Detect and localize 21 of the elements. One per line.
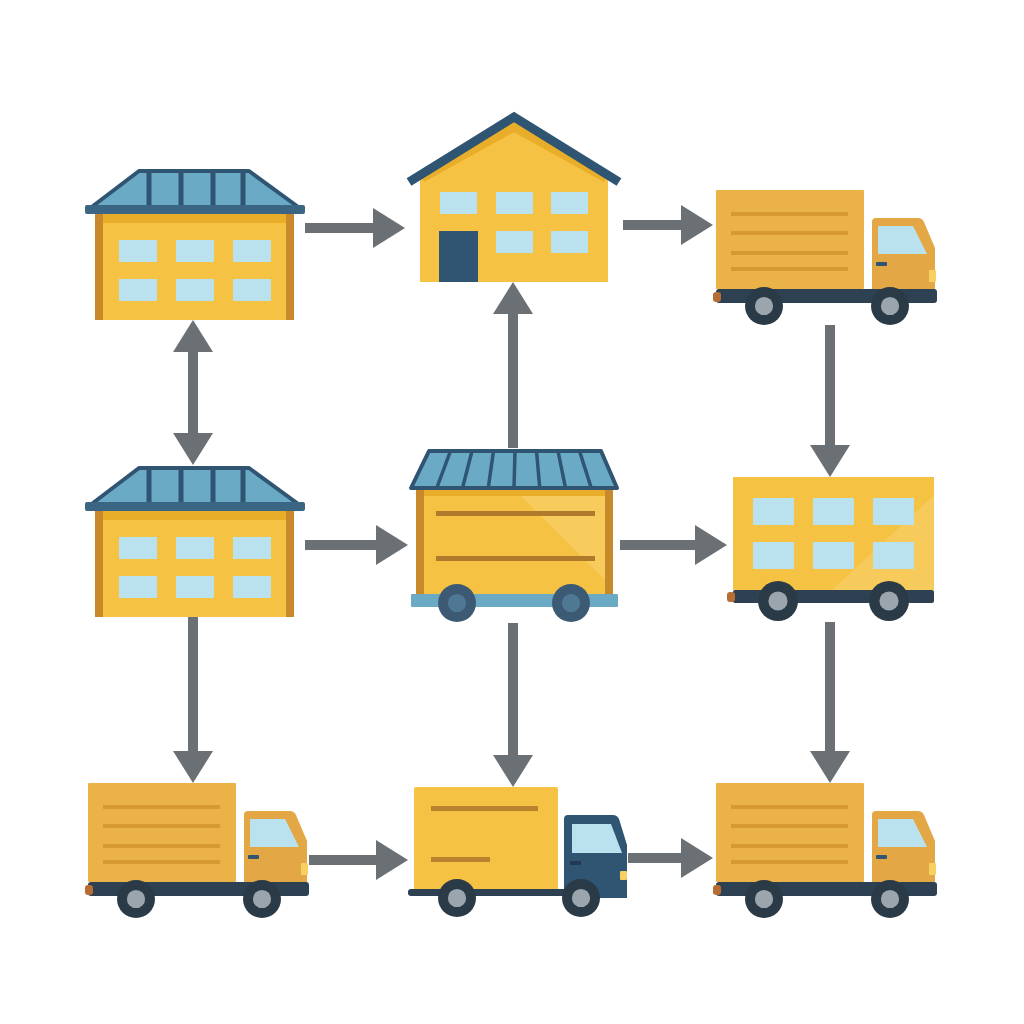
truck-drawing bbox=[713, 783, 937, 918]
truck-drawing bbox=[85, 783, 309, 918]
arrow bbox=[810, 325, 850, 477]
house-drawing bbox=[405, 112, 623, 282]
arrow bbox=[628, 838, 713, 878]
arrow bbox=[309, 840, 408, 880]
warehouse-drawing bbox=[85, 168, 305, 320]
arrow bbox=[493, 623, 533, 787]
arrow bbox=[620, 525, 727, 565]
arrow bbox=[173, 320, 213, 465]
arrow bbox=[493, 282, 533, 448]
warehouse-drawing bbox=[85, 465, 305, 617]
truck-drawing bbox=[713, 190, 937, 325]
arrow bbox=[623, 205, 713, 245]
trailer-drawing bbox=[408, 448, 620, 623]
arrow bbox=[305, 208, 405, 248]
arrow bbox=[305, 525, 408, 565]
arrow bbox=[810, 622, 850, 783]
truck-drawing bbox=[408, 787, 628, 917]
bus-drawing bbox=[727, 477, 937, 622]
arrow bbox=[173, 617, 213, 783]
